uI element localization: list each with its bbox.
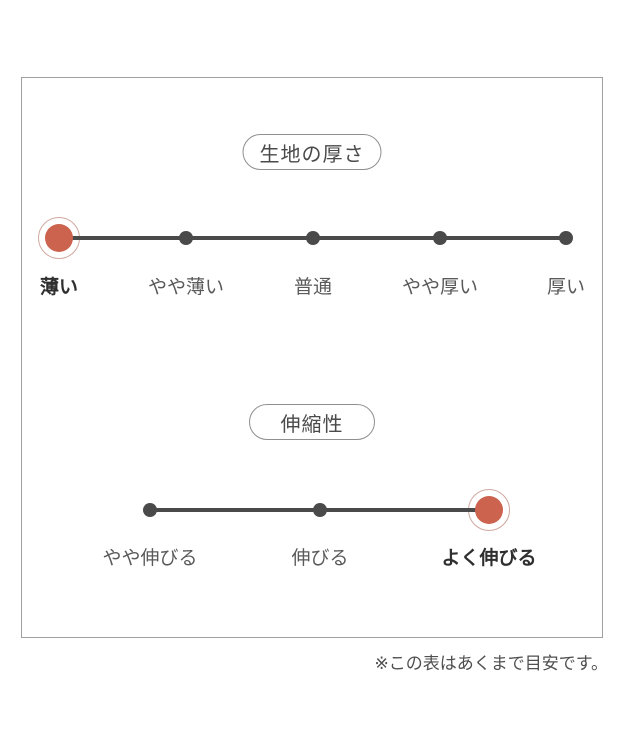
thickness-option-label: 普通 bbox=[293, 276, 333, 298]
section-title-thickness-label: 生地の厚さ bbox=[259, 141, 365, 166]
thickness-selected-marker bbox=[45, 224, 73, 252]
thickness-scale-dot bbox=[306, 231, 320, 245]
thickness-scale-dot bbox=[559, 231, 573, 245]
thickness-option-label: 薄い bbox=[39, 276, 79, 298]
stretch-scale-dot bbox=[143, 503, 157, 517]
stretch-scale-dot bbox=[313, 503, 327, 517]
thickness-option-label: やや厚い bbox=[401, 276, 479, 298]
diagram-frame: 生地の厚さ 薄い やや薄い 普通 やや厚い 厚い 伸縮性 やや伸びる 伸びる よ… bbox=[21, 77, 603, 638]
stretch-option-label: やや伸びる bbox=[102, 547, 198, 569]
thickness-scale-dot bbox=[179, 231, 193, 245]
thickness-option-label: やや薄い bbox=[147, 276, 225, 298]
stretch-option-label: 伸びる bbox=[291, 547, 349, 569]
section-title-stretch-label: 伸縮性 bbox=[280, 411, 344, 436]
footnote-text: ※この表はあくまで目安です。 bbox=[374, 654, 608, 674]
thickness-option-label: 厚い bbox=[546, 276, 586, 298]
stretch-selected-marker bbox=[475, 496, 503, 524]
section-title-stretch: 伸縮性 bbox=[249, 404, 375, 440]
stretch-option-label: よく伸びる bbox=[441, 547, 537, 569]
section-title-thickness: 生地の厚さ bbox=[242, 134, 382, 170]
thickness-scale-dot bbox=[433, 231, 447, 245]
